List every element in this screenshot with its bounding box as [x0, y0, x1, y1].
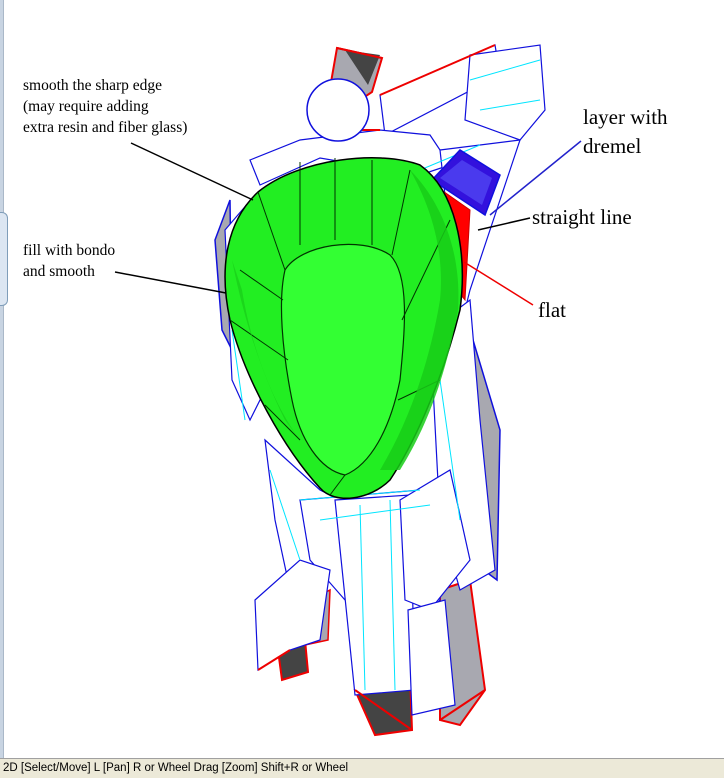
- status-bar: 2D [Select/Move] L [Pan] R or Wheel Drag…: [0, 758, 724, 778]
- model-viewport[interactable]: smooth the sharp edge (may require addin…: [0, 0, 724, 758]
- dremel-region-highlight: [440, 160, 492, 205]
- armor-model: [114, 44, 582, 737]
- annotation-leaders: [114, 140, 582, 306]
- side-panel-handle[interactable]: [0, 212, 8, 306]
- annotation-layer-dremel: layer with dremel: [583, 105, 668, 158]
- annotation-fill-bondo: fill with bondo and smooth: [23, 242, 116, 280]
- bondo-region: [224, 157, 463, 500]
- annotation-smooth-edge: smooth the sharp edge (may require addin…: [23, 77, 188, 136]
- annotation-straight-line: straight line: [532, 205, 632, 229]
- model-fold-lines: [231, 59, 541, 691]
- status-bar-text: 2D [Select/Move] L [Pan] R or Wheel Drag…: [3, 762, 349, 774]
- annotation-flat: flat: [538, 298, 566, 322]
- viewport-left-border: [0, 0, 4, 758]
- model-knob: [306, 78, 370, 142]
